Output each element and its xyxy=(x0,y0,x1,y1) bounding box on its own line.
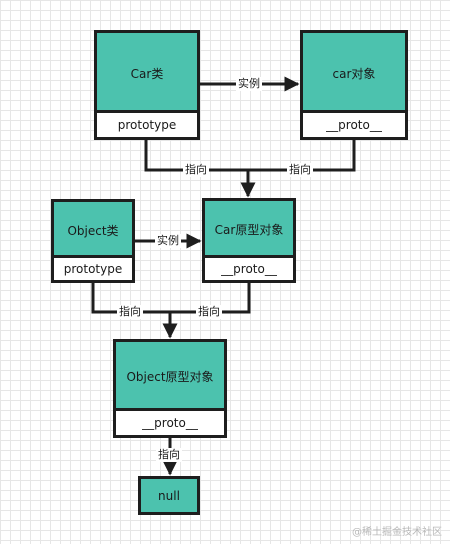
object-class-title: Object类 xyxy=(67,223,119,238)
object-pointer-label-right: 指向 xyxy=(196,305,222,319)
car-prototype-proto: __proto__ xyxy=(205,255,293,280)
car-object-proto: __proto__ xyxy=(303,110,405,137)
car-prototype-node: Car原型对象 __proto__ xyxy=(202,198,296,283)
car-instance-label: 实例 xyxy=(236,77,262,91)
car-class-node: Car类 prototype xyxy=(94,30,200,140)
car-pointer-label-left: 指向 xyxy=(183,163,209,177)
object-instance-label: 实例 xyxy=(155,234,181,248)
object-prototype-proto: __proto__ xyxy=(116,408,224,435)
car-prototype-title: Car原型对象 xyxy=(214,223,284,237)
null-pointer-label: 指向 xyxy=(156,448,182,462)
null-title: null xyxy=(158,488,180,503)
object-class-node: Object类 prototype xyxy=(51,199,135,283)
car-proto-link-right xyxy=(248,140,356,172)
car-pointer-label-right: 指向 xyxy=(287,163,313,177)
car-prototype-link-left xyxy=(144,140,248,172)
car-object-node: car对象 __proto__ xyxy=(300,30,408,140)
object-prototype-node: Object原型对象 __proto__ xyxy=(113,339,227,438)
car-object-title: car对象 xyxy=(332,66,376,81)
object-class-prototype: prototype xyxy=(54,255,132,280)
object-pointer-label-left: 指向 xyxy=(117,305,143,319)
object-prototype-link-left xyxy=(91,283,170,314)
watermark: @稀土掘金技术社区 xyxy=(352,527,442,538)
object-prototype-title: Object原型对象 xyxy=(126,370,214,384)
null-node: null xyxy=(138,476,200,515)
car-class-prototype: prototype xyxy=(97,110,197,137)
car-class-title: Car类 xyxy=(130,66,164,81)
